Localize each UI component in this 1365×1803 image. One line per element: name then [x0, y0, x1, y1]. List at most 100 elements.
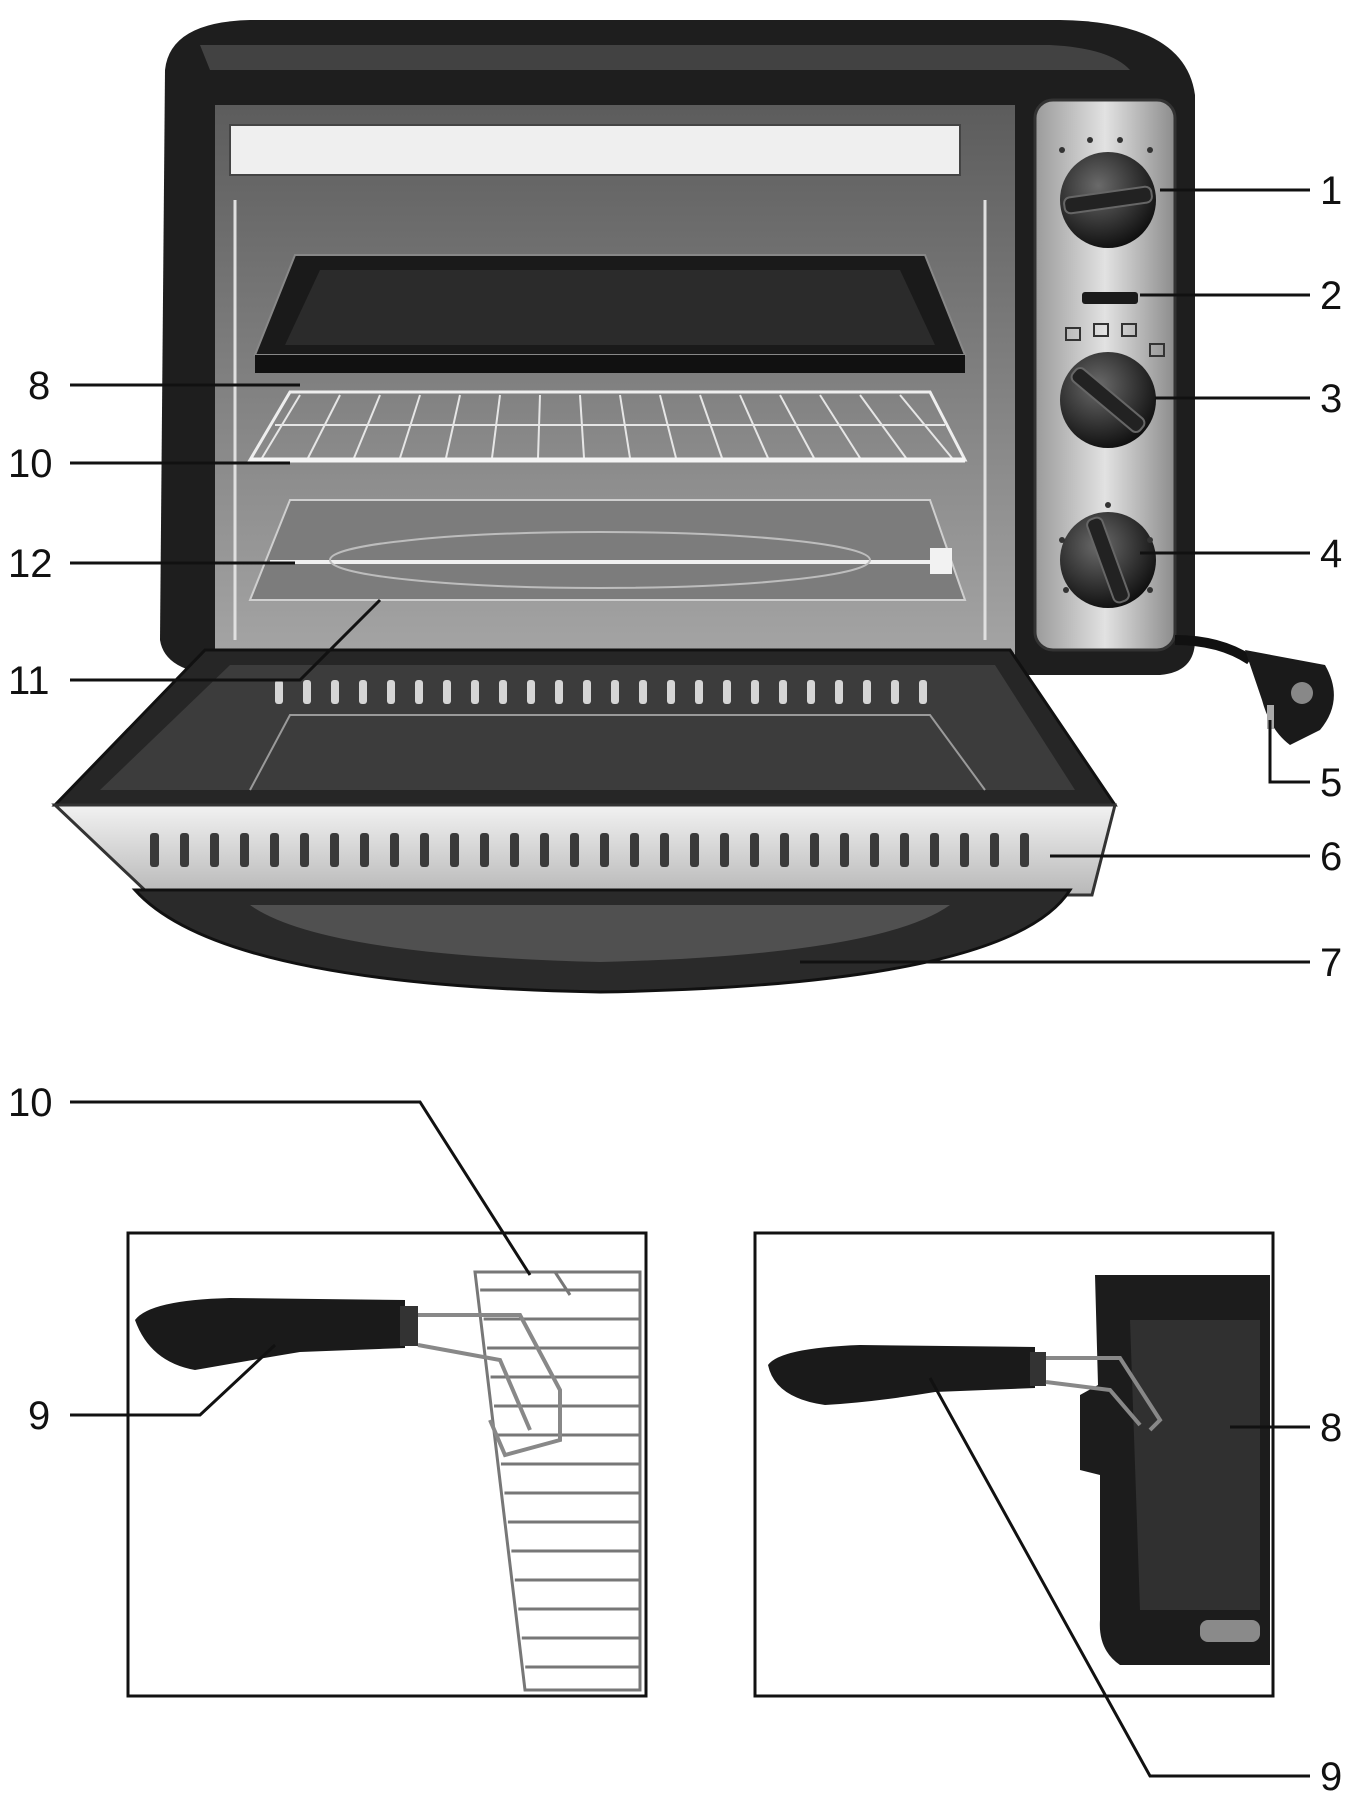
side-guides	[233, 200, 987, 640]
rack-bar	[307, 394, 341, 459]
strip-vent-slot	[330, 833, 339, 867]
callout-8-right: 8	[1320, 1406, 1342, 1450]
function-knob-icon	[1060, 323, 1165, 448]
rack-bar	[261, 394, 301, 459]
strip-vent-slot	[600, 833, 609, 867]
strip-vent-slot	[390, 833, 399, 867]
oven-door	[51, 648, 1118, 994]
door-vent-slot	[863, 680, 871, 704]
timer-knob-icon	[1059, 502, 1156, 608]
callout-10-bottom: 10	[8, 1081, 53, 1125]
callout-4: 4	[1320, 532, 1342, 576]
rack-bar	[491, 394, 501, 459]
strip-vent-slot	[960, 833, 969, 867]
door-vent-slot	[891, 680, 899, 704]
door-front-strip	[51, 803, 1117, 897]
rack-bar	[537, 394, 541, 459]
rack-bar	[699, 394, 723, 459]
rack-bar	[399, 394, 421, 459]
power-indicator-light	[1082, 292, 1138, 304]
door-vent-slot	[359, 680, 367, 704]
rack-bar	[819, 394, 861, 459]
rack-bar	[619, 394, 631, 459]
top-highlight	[200, 45, 1130, 70]
door-vent-slot	[723, 680, 731, 704]
door-vent-slot	[583, 680, 591, 704]
callout-line-9-right	[928, 1377, 1310, 1778]
strip-vent-slot	[210, 833, 219, 867]
door-vent-slot	[835, 680, 843, 704]
plug-icon	[1174, 635, 1334, 745]
strip-vent-slot	[1020, 833, 1029, 867]
strip-vent-slot	[450, 833, 459, 867]
callout-1: 1	[1320, 169, 1342, 213]
door-vent-slot	[303, 680, 311, 704]
rack-bar	[739, 394, 769, 459]
baking-tray-icon	[1080, 1275, 1270, 1665]
strip-vent-slot	[900, 833, 909, 867]
rack-bar	[859, 394, 907, 459]
rack-bar	[899, 394, 953, 459]
callout-7: 7	[1320, 941, 1342, 985]
tray-handle-icon	[135, 1298, 562, 1458]
callout-line-10-bottom	[70, 1100, 532, 1276]
crumb-tray	[248, 499, 967, 601]
strip-vent-slot	[240, 833, 249, 867]
strip-vent-slot	[630, 833, 639, 867]
temperature-knob-icon	[1059, 137, 1156, 248]
door-vent-slot	[751, 680, 759, 704]
callout-10-left: 10	[8, 442, 53, 486]
rack-bar	[659, 394, 677, 459]
baking-tray	[253, 254, 967, 373]
strip-vent-slot	[660, 833, 669, 867]
door-vent-slot	[555, 680, 563, 704]
door-vent-slot	[527, 680, 535, 704]
rack-bar	[579, 394, 585, 459]
strip-vent-slot	[480, 833, 489, 867]
wire-rack-icon	[473, 1270, 642, 1692]
door-vent-slot	[387, 680, 395, 704]
heater-cover	[229, 124, 961, 176]
strip-vent-slot	[570, 833, 579, 867]
oven-illustration	[51, 20, 1334, 994]
rack-bar	[779, 394, 815, 459]
strip-vent-slot	[930, 833, 939, 867]
rack-bar	[445, 394, 461, 459]
door-vent-slot	[779, 680, 787, 704]
detail-panel-rack-handle: 10 9	[8, 1081, 648, 1698]
strip-vent-slot	[300, 833, 309, 867]
door-vent-slot	[695, 680, 703, 704]
rack-bar	[353, 394, 381, 459]
strip-vent-slot	[870, 833, 879, 867]
door-vent-slot	[667, 680, 675, 704]
door-vent-slot	[639, 680, 647, 704]
callout-12-left: 12	[8, 542, 53, 586]
callout-2: 2	[1320, 274, 1342, 318]
callout-8-left: 8	[28, 364, 50, 408]
door-vent-slot	[471, 680, 479, 704]
strip-vent-slot	[810, 833, 819, 867]
strip-vent-slot	[780, 833, 789, 867]
callout-line-9-left	[70, 1343, 277, 1417]
door-vent-slot	[415, 680, 423, 704]
callout-11-left: 11	[8, 659, 50, 703]
door-vent-slot	[275, 680, 283, 704]
callout-9-left: 9	[28, 1394, 50, 1438]
strip-vent-slot	[510, 833, 519, 867]
callout-9-right: 9	[1320, 1755, 1342, 1798]
strip-vent-slot	[690, 833, 699, 867]
top-callout-lines	[70, 188, 1310, 964]
strip-vent-slot	[990, 833, 999, 867]
strip-vent-slot	[750, 833, 759, 867]
door-vent-slot	[443, 680, 451, 704]
tray-handle-icon	[768, 1345, 1163, 1432]
callout-3: 3	[1320, 377, 1342, 421]
strip-vent-slot	[270, 833, 279, 867]
door-vent-slot	[331, 680, 339, 704]
wire-rack	[247, 390, 968, 463]
door-vent-slot	[499, 680, 507, 704]
callout-6: 6	[1320, 835, 1342, 879]
strip-vent-slot	[180, 833, 189, 867]
